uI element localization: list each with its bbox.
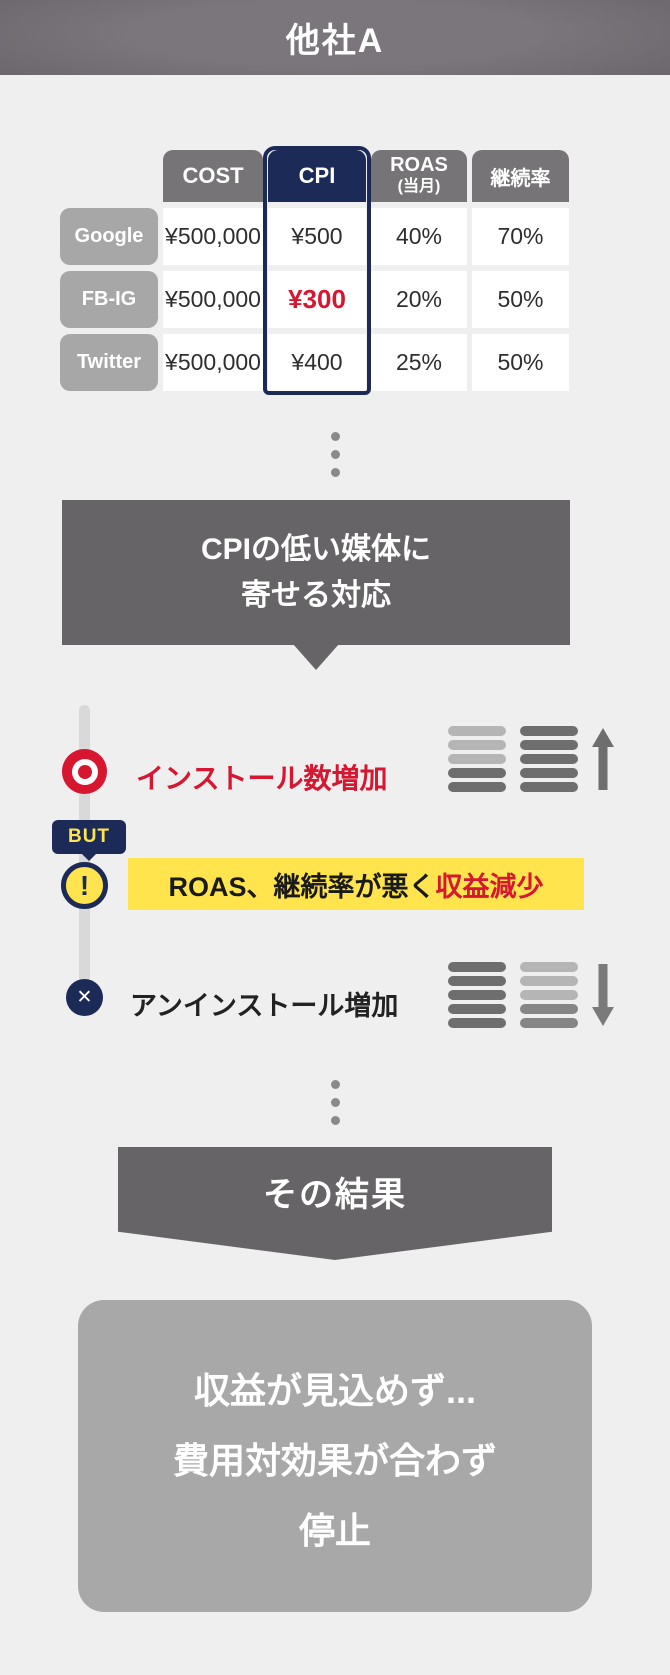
column-header-roas-main: ROAS [390, 154, 448, 176]
exclamation-mark: ! [79, 869, 90, 901]
arrow-down-icon [592, 964, 614, 1026]
final-outcome-box: 収益が見込めず... 費用対効果が合わず 停止 [78, 1300, 592, 1612]
column-header-roas: ROAS (当月) [371, 150, 467, 202]
dot [330, 450, 340, 459]
list-bar [520, 754, 578, 764]
list-bar [448, 740, 506, 750]
google-cpi-cell: ¥500 [268, 208, 366, 265]
list-bar [448, 1004, 506, 1014]
list-bar [520, 768, 578, 778]
list-bar [520, 990, 578, 1000]
uninstall-right-bars [520, 962, 578, 1028]
install-increase-label: インストール数増加 [136, 763, 388, 794]
list-bar [448, 976, 506, 986]
dot [330, 1080, 340, 1089]
dot [330, 1116, 340, 1125]
alert-exclamation-icon: ! [61, 862, 108, 909]
list-bar [520, 782, 578, 792]
callout-line-1: CPIの低い媒体に [200, 532, 431, 566]
roas-warning-highlight: ROAS、継続率が悪く収益減少 [128, 858, 584, 910]
uninstall-increase-label: アンインストール増加 [130, 991, 399, 1021]
uninstall-list-decrease-icon [448, 962, 614, 1028]
arrow-up-icon [592, 728, 614, 790]
column-header-roas-sub: (当月) [397, 178, 441, 195]
twitter-retention-cell: 50% [472, 334, 569, 391]
list-bar [448, 1018, 506, 1028]
callout-line-2: 寄せる対応 [241, 578, 391, 612]
google-cost-cell: ¥500,000 [163, 208, 263, 265]
row-label-twitter: Twitter [60, 334, 158, 391]
warning-text: ROAS、継続率が悪く [168, 871, 436, 902]
row-label-fbig: FB-IG [60, 271, 158, 328]
list-bar [520, 726, 578, 736]
install-list-increase-icon [448, 726, 614, 792]
cpi-strategy-callout: CPIの低い媒体に 寄せる対応 [62, 500, 570, 645]
dot [330, 432, 340, 441]
list-bar [448, 782, 506, 792]
target-ring [71, 758, 98, 785]
final-line-1: 収益が見込めず... [193, 1370, 476, 1411]
list-bar [448, 768, 506, 778]
list-bar [448, 754, 506, 764]
list-bar [520, 1018, 578, 1028]
row-label-google: Google [60, 208, 158, 265]
column-header-cpi: CPI [268, 150, 366, 202]
fbig-retention-cell: 50% [472, 271, 569, 328]
column-header-cost: COST [163, 150, 263, 202]
but-badge: BUT [52, 820, 126, 854]
fbig-roas-cell: 20% [371, 271, 467, 328]
page-title: 他社A [285, 22, 385, 60]
twitter-cpi-cell: ¥400 [268, 334, 366, 391]
table-corner-cell [60, 150, 158, 202]
twitter-roas-cell: 25% [371, 334, 467, 391]
column-header-retention: 継続率 [472, 150, 569, 202]
google-retention-cell: 70% [472, 208, 569, 265]
uninstall-left-bars [448, 962, 506, 1028]
result-banner: その結果 [118, 1147, 552, 1260]
list-bar [520, 740, 578, 750]
dot [330, 468, 340, 477]
final-line-3: 停止 [298, 1510, 371, 1551]
list-bar [448, 962, 506, 972]
dot [330, 1098, 340, 1107]
list-bar [448, 726, 506, 736]
list-bar [520, 976, 578, 986]
target-core [77, 764, 92, 779]
google-roas-cell: 40% [371, 208, 467, 265]
fbig-cpi-cell: ¥300 [268, 271, 366, 328]
install-left-bars [448, 726, 506, 792]
warning-emphasis-text: 収益減少 [435, 871, 544, 902]
list-bar [520, 1004, 578, 1014]
title-bar: 他社A [0, 0, 670, 75]
list-bar [448, 990, 506, 1000]
list-bar [520, 962, 578, 972]
target-bullseye-icon [62, 749, 107, 794]
cross-icon: ✕ [66, 979, 103, 1016]
cross-mark: ✕ [76, 987, 93, 1008]
twitter-cost-cell: ¥500,000 [163, 334, 263, 391]
ellipsis-dots-bottom [0, 1080, 670, 1125]
media-comparison-table: COST CPI ROAS (当月) 継続率 Google ¥500,000 ¥… [60, 146, 569, 395]
fbig-cost-cell: ¥500,000 [163, 271, 263, 328]
install-right-bars [520, 726, 578, 792]
ellipsis-dots-top [0, 432, 670, 477]
final-line-2: 費用対効果が合わず [172, 1440, 497, 1481]
